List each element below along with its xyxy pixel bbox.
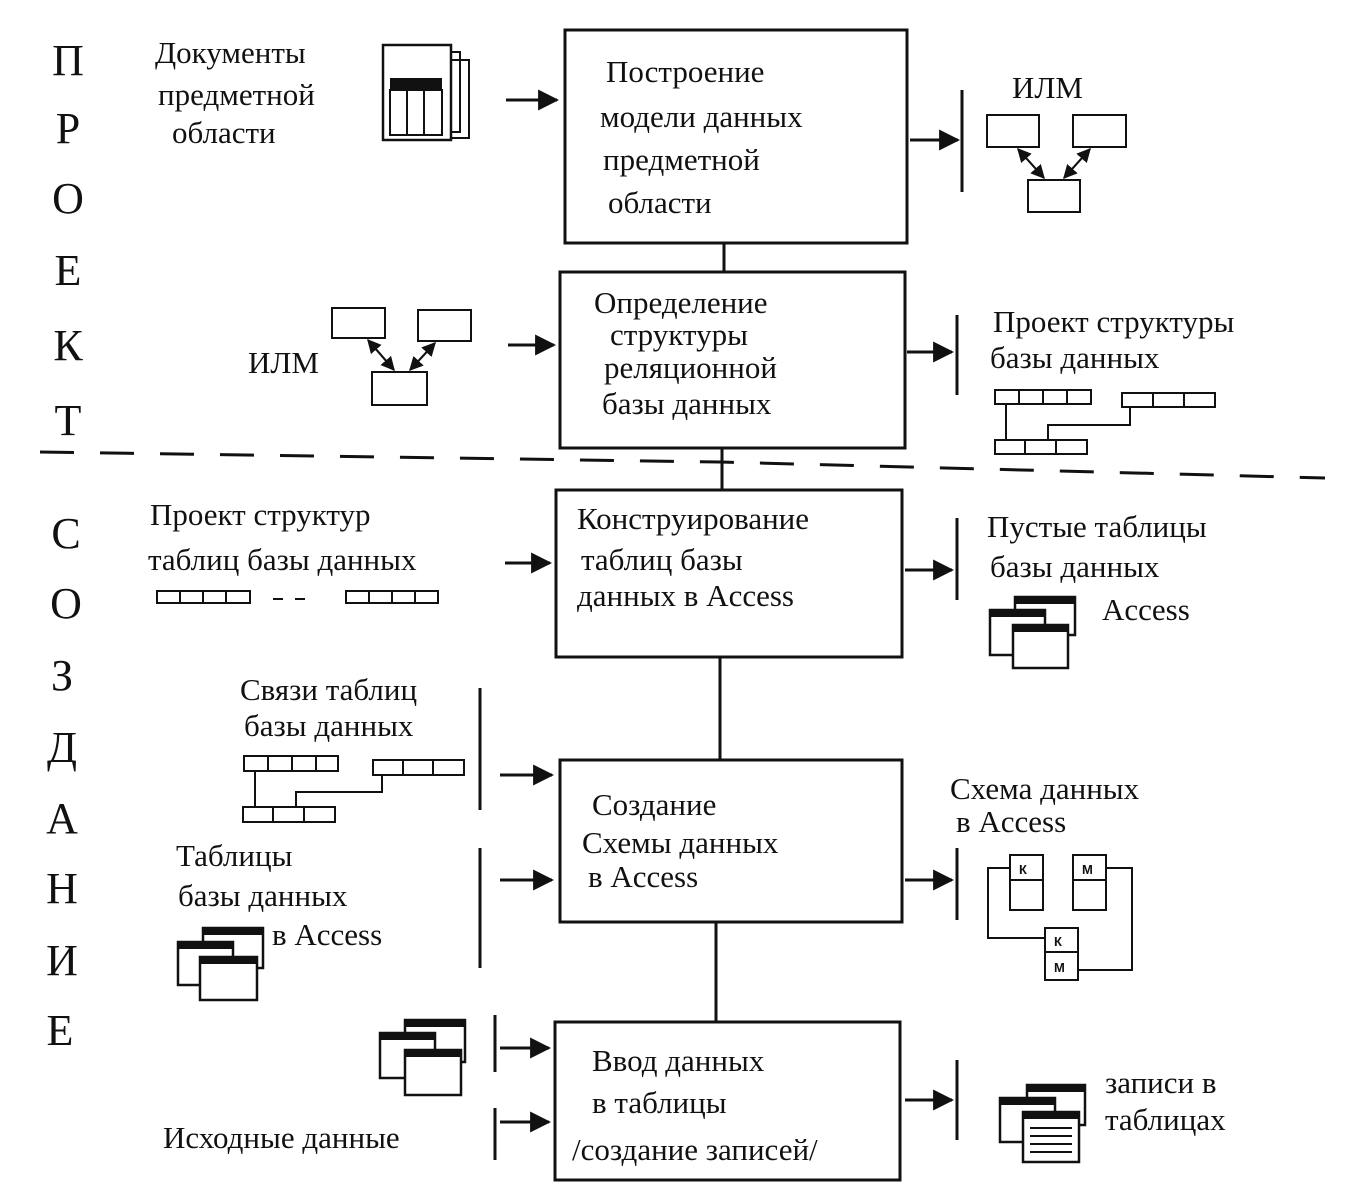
process-line: в таблицы: [592, 1085, 727, 1120]
project-letter: Т: [55, 396, 82, 445]
output-line: Схема данных: [950, 771, 1140, 806]
output-line: таблицах: [1105, 1102, 1226, 1137]
output-line: базы данных: [990, 549, 1160, 584]
input-arrows: [478, 89, 560, 1160]
output-arrows: [905, 90, 964, 1140]
process-line: Конструирование: [577, 501, 809, 536]
phase-divider: [39, 450, 1326, 480]
output-db-structure-label: Проект структуры базы данных: [990, 304, 1235, 375]
create-letter: С: [51, 509, 80, 558]
source-data-icon: [378, 1018, 467, 1097]
process-box-tables: Конструирование таблиц базы данных в Acc…: [554, 488, 904, 659]
process-line: Схемы данных: [582, 825, 779, 860]
records-icon: [998, 1083, 1087, 1164]
project-letter: Е: [55, 246, 82, 295]
output-line: Access: [1102, 592, 1190, 627]
schema-icon: К М К М: [987, 854, 1133, 981]
key-mark: К: [1019, 862, 1027, 877]
input-line: базы данных: [178, 878, 348, 913]
create-letter: Д: [47, 723, 77, 772]
process-line: таблиц базы: [581, 542, 743, 577]
process-line: Определение: [594, 285, 768, 320]
project-letter: П: [52, 36, 84, 85]
process-line: Создание: [592, 787, 716, 822]
output-line: записи в: [1105, 1065, 1217, 1100]
create-letter: Н: [46, 864, 78, 913]
input-line: таблиц базы данных: [148, 542, 417, 577]
project-letter: О: [52, 174, 84, 223]
process-line: данных в Access: [577, 578, 794, 613]
create-letter: З: [51, 651, 73, 700]
input-line: Связи таблиц: [240, 672, 417, 707]
input-line: Таблицы: [176, 838, 293, 873]
process-line: /создание записей/: [572, 1132, 818, 1167]
project-letter: К: [53, 321, 83, 370]
output-empty-tables-label: Пустые таблицы базы данных Access: [987, 509, 1207, 627]
process-connectors: [714, 243, 726, 1022]
process-box-input: Ввод данных в таблицы /создание записей/: [553, 1020, 902, 1182]
output-line: в Access: [956, 804, 1066, 839]
project-letter: Р: [56, 104, 80, 153]
process-box-schema: Создание Схемы данных в Access: [558, 758, 904, 924]
process-line: предметной: [603, 142, 760, 177]
create-side-label: С О З Д А Н И Е: [46, 509, 82, 1055]
create-letter: А: [46, 794, 78, 843]
many-mark: М: [1054, 960, 1065, 975]
project-side-label: П Р О Е К Т: [52, 36, 84, 445]
create-letter: И: [46, 936, 78, 985]
output-line: Пустые таблицы: [987, 509, 1207, 544]
access-tables-input-icon: [176, 926, 265, 1002]
create-letter: Е: [47, 1006, 74, 1055]
many-mark: М: [1082, 862, 1093, 877]
relations-icon: [242, 755, 465, 823]
input-relations-label: Связи таблиц базы данных: [240, 672, 417, 743]
process-line: модели данных: [600, 99, 803, 134]
output-line: базы данных: [990, 340, 1160, 375]
process-line: области: [608, 185, 712, 220]
process-line: в Access: [588, 859, 698, 894]
input-line: в Access: [272, 917, 382, 952]
ilm-model-input-icon: [331, 307, 472, 406]
input-ilm-label: ИЛМ: [248, 345, 319, 380]
process-line: реляционной: [604, 350, 777, 385]
process-line: базы данных: [602, 386, 772, 421]
input-line: области: [172, 115, 276, 150]
input-line: Документы: [155, 35, 306, 70]
create-letter: О: [50, 579, 82, 628]
input-table-projects-label: Проект структур таблиц базы данных: [148, 497, 417, 577]
output-line: Проект структуры: [993, 304, 1235, 339]
input-tables-label: Таблицы базы данных в Access: [176, 838, 382, 952]
output-schema-label: Схема данных в Access: [950, 771, 1140, 839]
process-box-structure: Определение структуры реляционной базы д…: [558, 270, 907, 450]
access-tables-icon: [988, 595, 1077, 670]
output-ilm-label: ИЛМ: [1012, 70, 1083, 105]
process-line: Построение: [606, 54, 764, 89]
process-line: структуры: [610, 317, 748, 352]
db-structure-icon: [994, 389, 1216, 455]
key-mark: К: [1054, 934, 1062, 949]
input-docs-label: Документы предметной области: [155, 35, 315, 150]
output-records-label: записи в таблицах: [1105, 1065, 1226, 1137]
input-line: предметной: [158, 77, 315, 112]
process-line: Ввод данных: [592, 1043, 765, 1078]
table-strips-icon: [156, 590, 439, 604]
ilm-model-icon: [986, 114, 1127, 213]
input-line: базы данных: [244, 708, 414, 743]
documents-icon: [381, 43, 470, 142]
input-source-data-label: Исходные данные: [163, 1120, 400, 1155]
process-box-model: Построение модели данных предметной обла…: [563, 28, 909, 245]
input-line: Проект структур: [150, 497, 371, 532]
